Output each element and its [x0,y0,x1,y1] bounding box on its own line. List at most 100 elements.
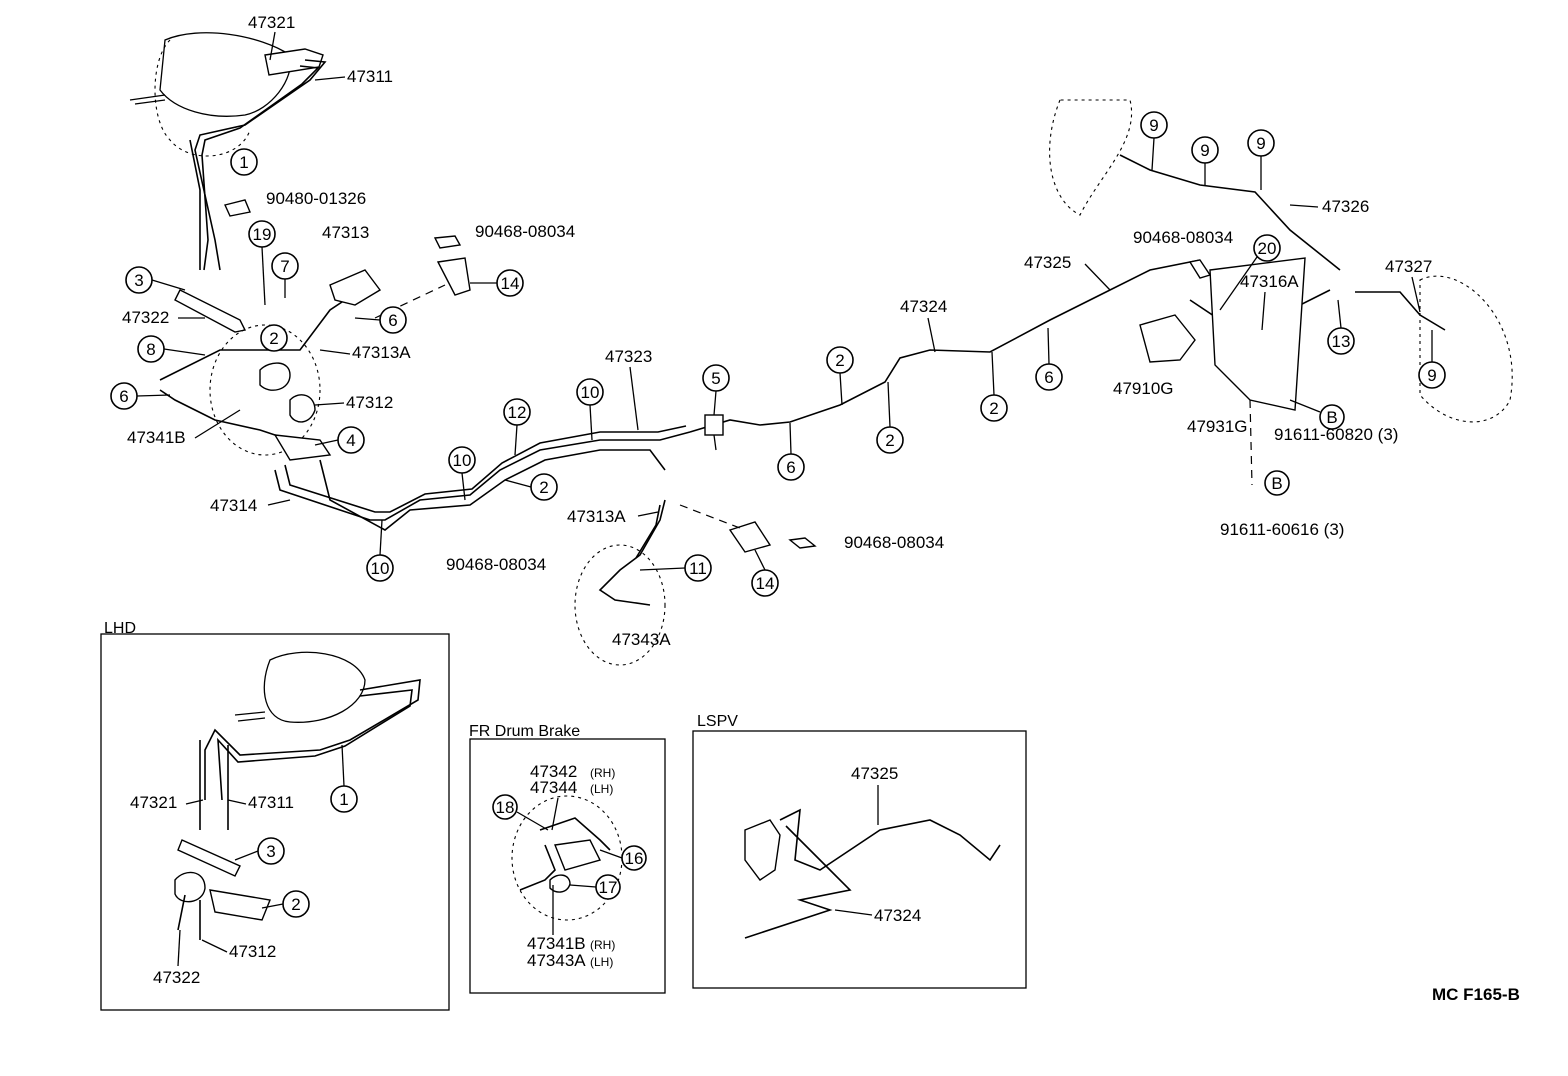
callout-9-c: 9 [1247,129,1275,157]
svg-text:8: 8 [146,340,155,359]
fr-label-47344: 47344 [530,778,577,797]
fr-callout-18: 18 [492,794,518,820]
svg-text:7: 7 [280,257,289,276]
svg-text:18: 18 [496,798,515,817]
svg-text:3: 3 [134,271,143,290]
callout-9-d: 9 [1418,361,1446,389]
bracket-47313 [329,269,382,306]
callout-10-c: 10 [366,554,394,582]
label-47323: 47323 [605,347,652,366]
label-47910G: 47910G [1113,379,1174,398]
callout-9-a: 9 [1140,111,1168,139]
callout-10-a: 10 [576,378,604,406]
svg-text:1: 1 [339,790,348,809]
lspv-label-47324: 47324 [874,906,921,925]
fr-callout-17: 17 [595,874,621,900]
label-90468-08034-c: 90468-08034 [844,533,944,552]
label-90480-01326: 90480-01326 [266,189,366,208]
label-47322: 47322 [122,308,169,327]
svg-text:6: 6 [1044,368,1053,387]
svg-text:B: B [1326,408,1337,427]
master-cylinder-tubes [189,59,327,271]
fr-label-lh-1: (LH) [590,782,613,796]
fr-label-47341B: 47341B [527,934,586,953]
label-47325: 47325 [1024,253,1071,272]
callout-11: 11 [684,554,712,582]
label-47327: 47327 [1385,257,1432,276]
callout-13: 13 [1327,327,1355,355]
callout-2-a: 2 [260,324,288,352]
callout-6-a: 6 [379,306,407,334]
fr-drum-brake-panel: FR Drum Brake 18 16 17 47342 (RH) 47344 … [469,723,666,994]
callout-14-a: 14 [496,269,524,297]
bracket-14-lower [728,521,772,553]
label-47343A: 47343A [612,630,671,649]
fr-callout-16: 16 [621,845,647,871]
svg-text:2: 2 [269,329,278,348]
label-47313: 47313 [322,223,369,242]
lhd-callout-3: 3 [257,837,285,865]
label-90468-08034-a: 90468-08034 [475,222,575,241]
label-90468-08034-b: 90468-08034 [446,555,546,574]
callout-6-b: 6 [110,382,138,410]
fr-drum-title: FR Drum Brake [469,723,580,740]
callout-14-b: 14 [751,569,779,597]
fr-label-rh-2: (RH) [590,938,615,952]
label-47931G: 47931G [1187,417,1248,436]
svg-text:6: 6 [119,387,128,406]
callout-9-b: 9 [1191,136,1219,164]
callout-20: 20 [1253,234,1281,262]
svg-text:2: 2 [539,478,548,497]
callout-2-c: 2 [826,346,854,374]
label-47311: 47311 [347,67,393,86]
label-47313A-a: 47313A [352,343,411,362]
callout-6-c: 6 [777,453,805,481]
front-hose-47343A [574,499,666,666]
callouts: 1 19 7 3 2 8 6 6 4 14 12 10 10 10 2 5 11… [110,111,1446,597]
svg-text:2: 2 [291,895,300,914]
main-brake-tubes [274,259,1201,531]
callout-8: 8 [137,335,165,363]
svg-text:6: 6 [388,311,397,330]
label-47321: 47321 [248,13,295,32]
lhd-callout-2: 2 [282,890,310,918]
lhd-label-47322: 47322 [153,968,200,987]
svg-text:9: 9 [1149,116,1158,135]
dashed-leaders [374,284,1253,531]
lhd-panel: LHD 1 3 2 47321 47311 47322 47312 [100,620,450,1011]
lhd-label-47312: 47312 [229,942,276,961]
lspv-label-47325: 47325 [851,764,898,783]
svg-text:16: 16 [625,849,644,868]
svg-text:2: 2 [835,351,844,370]
svg-text:10: 10 [371,559,390,578]
callout-B-a: B [1319,404,1345,430]
callout-2-d: 2 [876,426,904,454]
svg-text:5: 5 [711,369,720,388]
label-47312: 47312 [346,393,393,412]
fr-label-rh-1: (RH) [590,766,615,780]
fr-label-47342: 47342 [530,762,577,781]
label-91611-60820: 91611-60820 (3) [1274,425,1398,444]
callout-3: 3 [125,266,153,294]
lhd-label-47311: 47311 [248,793,294,812]
front-brake-assembly [159,289,361,461]
clip-90480 [224,199,251,217]
svg-text:17: 17 [599,878,618,897]
svg-text:20: 20 [1258,239,1277,258]
svg-text:19: 19 [253,225,272,244]
label-47341B: 47341B [127,428,186,447]
svg-text:11: 11 [689,559,707,578]
label-91611-60616: 91611-60616 (3) [1220,520,1344,539]
svg-text:14: 14 [501,274,520,293]
label-47314: 47314 [210,496,257,515]
lspv-panel: LSPV 47325 47324 [692,713,1027,989]
callout-4: 4 [337,426,365,454]
label-47316A: 47316A [1240,272,1299,291]
brake-booster-outline [129,32,324,157]
callout-1: 1 [230,148,258,176]
callout-2-b: 2 [530,473,558,501]
lhd-title: LHD [104,620,136,637]
lhd-callout-1: 1 [330,785,358,813]
svg-text:12: 12 [508,403,527,422]
